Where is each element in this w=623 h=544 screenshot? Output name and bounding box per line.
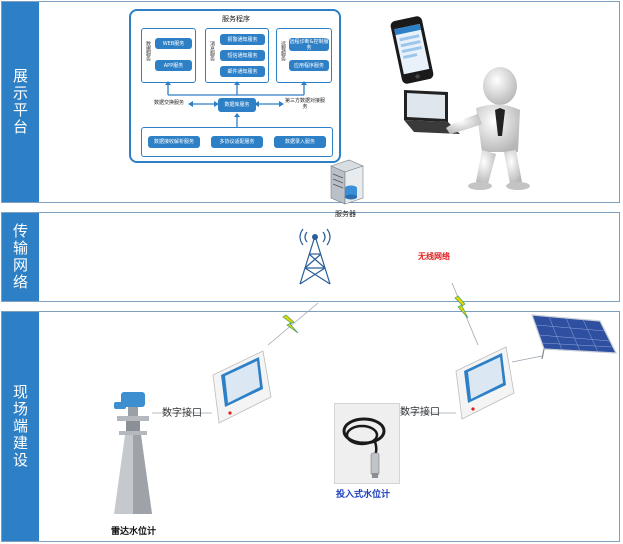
network-label: 传输网络 <box>2 213 39 301</box>
multi-protocol-button: 多协议适配服务 <box>211 136 263 148</box>
display-platform-label: 展示平台 <box>2 2 39 202</box>
submersible-gauge-label: 投入式水位计 <box>336 490 391 500</box>
smartphone-icon <box>390 16 434 84</box>
submersible-gauge-icon <box>342 417 386 478</box>
message-service-group-label: 消息服务 <box>209 41 215 61</box>
database-service-button: 数据库服务 <box>218 98 256 112</box>
radar-gauge-icon <box>114 392 152 514</box>
app-program-button: 应用程序服务 <box>289 60 329 71</box>
data-exchange-label: 数据交换服务 <box>153 100 184 106</box>
sms-notify-button: 短信通知服务 <box>220 50 265 61</box>
service-panel: 服务程序 数据服务 WEB服务 APP服务 消息服务 报警通知服务 短信通知服务… <box>129 9 341 163</box>
third-party-label: 第三方数据对接服务 <box>285 98 326 110</box>
tower-icon <box>299 228 331 285</box>
wireless-network-label: 无线网络 <box>418 252 450 261</box>
server-label: 服务器 <box>335 210 356 218</box>
field-band: 现场端建设 <box>1 311 620 542</box>
message-service-group: 消息服务 报警通知服务 短信通知服务 邮件通知服务 <box>205 28 269 83</box>
wireless-bolt-right-icon <box>454 295 469 319</box>
radar-gauge-label: 雷达水位计 <box>111 527 157 537</box>
web-service-button: WEB服务 <box>155 38 192 49</box>
mail-notify-button: 邮件通知服务 <box>220 66 265 77</box>
network-band: 传输网络 <box>1 212 620 302</box>
wireless-bolt-left-icon <box>282 314 299 334</box>
remote-service-group-label: 远程服务 <box>280 41 286 61</box>
remote-service-group: 远程服务 远程诊断&控制服务 应用程序服务 <box>276 28 332 83</box>
data-service-group: 数据服务 WEB服务 APP服务 <box>141 28 196 83</box>
person-figure-icon <box>446 67 530 190</box>
data-parse-button: 数据接收解析服务 <box>148 136 200 148</box>
remote-diagnose-button: 远程诊断&控制服务 <box>289 38 329 51</box>
terminal-right-icon <box>455 346 515 420</box>
field-label: 现场端建设 <box>2 312 39 541</box>
digital-interface-right-label: 数字接口 <box>400 407 440 418</box>
app-service-button: APP服务 <box>155 60 192 71</box>
solar-panel-icon <box>531 314 617 360</box>
service-connectors <box>165 81 307 127</box>
data-service-group-label: 数据服务 <box>145 41 151 61</box>
data-entry-button: 数据录入服务 <box>274 136 326 148</box>
digital-interface-left-label: 数字接口 <box>162 408 202 419</box>
terminal-left-icon <box>212 350 272 424</box>
server-icon <box>330 159 364 205</box>
service-panel-title: 服务程序 <box>222 15 250 23</box>
alarm-notify-button: 报警通知服务 <box>220 34 265 45</box>
laptop-icon <box>404 90 460 134</box>
